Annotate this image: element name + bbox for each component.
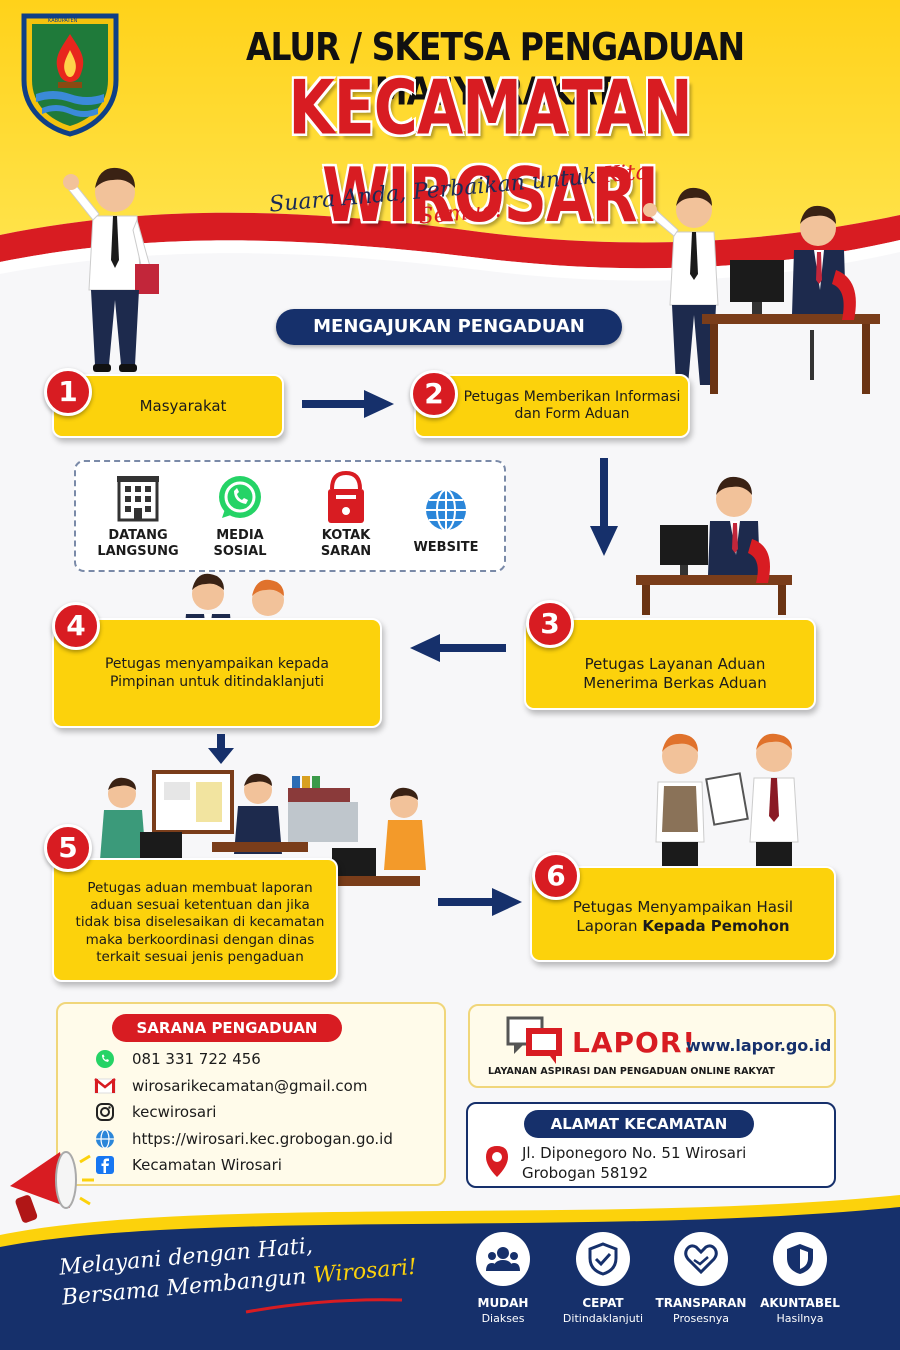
channel-label: WEBSITE xyxy=(413,540,479,555)
lapor-card[interactable]: LAPOR! www.lapor.go.id LAYANAN ASPIRASI … xyxy=(468,1004,836,1088)
step-2-text: Petugas Memberikan Informasi dan Form Ad… xyxy=(463,388,681,423)
alamat-title: ALAMAT KECAMATAN xyxy=(524,1110,754,1138)
check-shield-icon xyxy=(576,1232,630,1286)
channel-label: KOTAK SARAN xyxy=(320,528,372,560)
office-desk-illustration xyxy=(643,187,880,394)
shield-icon xyxy=(773,1232,827,1286)
step-5-box: Petugas aduan membuat laporan aduan sesu… xyxy=(52,858,338,982)
step-4-box: Petugas menyampaikan kepada Pimpinan unt… xyxy=(52,618,382,728)
alamat-card: ALAMAT KECAMATAN Jl. Diponegoro No. 51 W… xyxy=(466,1102,836,1188)
step-6-text: Petugas Menyampaikan Hasil Laporan Kepad… xyxy=(552,898,814,936)
step-3-badge: 3 xyxy=(526,600,574,648)
channel-website: WEBSITE xyxy=(398,484,494,556)
arrow-right-icon xyxy=(438,888,522,916)
step-3-box: Petugas Layanan Aduan Menerima Berkas Ad… xyxy=(524,618,816,710)
value-sub: Diakses xyxy=(481,1312,525,1325)
value-sub: Prosesnya xyxy=(673,1312,729,1325)
page-title-line1: ALUR / SKETSA PENGADUAN MASYARAKAT xyxy=(245,24,745,114)
building-icon xyxy=(117,476,159,522)
facebook-icon xyxy=(94,1154,116,1176)
step-2-badge: 2 xyxy=(410,370,458,418)
lapor-chat-icon xyxy=(506,1016,562,1064)
contact-instagram[interactable]: kecwirosari xyxy=(94,1099,434,1126)
step-4-text: Petugas menyampaikan kepada Pimpinan unt… xyxy=(104,656,330,690)
step-4-badge: 4 xyxy=(52,602,100,650)
arrow-down-icon xyxy=(208,734,234,764)
megaphone-icon xyxy=(10,1151,94,1223)
people-icon xyxy=(476,1232,530,1286)
contact-text: 081 331 722 456 xyxy=(132,1050,261,1069)
handshake-heart-icon xyxy=(674,1232,728,1286)
contact-text: kecwirosari xyxy=(132,1103,217,1122)
value-title: AKUNTABEL xyxy=(760,1296,840,1310)
slogan-highlight: Wirosari! xyxy=(312,1254,418,1289)
value-sub: Hasilnya xyxy=(776,1312,824,1325)
contact-whatsapp[interactable]: 081 331 722 456 xyxy=(94,1046,434,1073)
step-5-text: Petugas aduan membuat laporan aduan sesu… xyxy=(75,879,325,965)
value-akuntabel: AKUNTABEL Hasilnya xyxy=(745,1232,855,1325)
lapor-brand: LAPOR! xyxy=(572,1026,697,1059)
step-3-text: Petugas Layanan Aduan Menerima Berkas Ad… xyxy=(583,655,767,692)
contact-text: wirosarikecamatan@gmail.com xyxy=(132,1076,368,1095)
officer-computer-illustration xyxy=(636,476,792,615)
slogan-underline xyxy=(245,1298,403,1314)
waving-officer-illustration xyxy=(63,167,159,372)
channel-kotak-saran: KOTAK SARAN xyxy=(298,471,394,561)
step-5-badge: 5 xyxy=(44,824,92,872)
contact-website[interactable]: https://wirosari.kec.grobogan.go.id xyxy=(94,1126,434,1153)
contact-text: https://wirosari.kec.grobogan.go.id xyxy=(132,1129,393,1148)
arrow-left-icon xyxy=(410,634,506,662)
grobogan-emblem: KABUPATEN xyxy=(18,10,122,138)
alamat-address: Jl. Diponegoro No. 51 Wirosari Grobogan … xyxy=(522,1144,746,1183)
value-transparan: TRANSPARAN Prosesnya xyxy=(646,1232,756,1325)
value-mudah: MUDAH Diakses xyxy=(448,1232,558,1325)
globe-icon xyxy=(94,1128,116,1150)
lapor-subtitle: LAYANAN ASPIRASI DAN PENGADUAN ONLINE RA… xyxy=(488,1066,775,1077)
value-title: TRANSPARAN xyxy=(655,1296,747,1310)
arrow-down-icon xyxy=(590,458,618,556)
footer-background xyxy=(0,1195,900,1350)
sarana-title: SARANA PENGADUAN xyxy=(112,1014,342,1042)
location-pin-icon xyxy=(486,1146,508,1177)
step-1-badge: 1 xyxy=(44,368,92,416)
channel-datang-langsung: DATANG LANGSUNG xyxy=(90,472,186,561)
whatsapp-icon xyxy=(219,476,261,518)
step-6-text-bold: Kepada Pemohon xyxy=(642,917,790,935)
step-2-box: Petugas Memberikan Informasi dan Form Ad… xyxy=(414,374,690,438)
step-6-badge: 6 xyxy=(532,852,580,900)
channels-box: DATANG LANGSUNG MEDIA SOSIAL KOTAK SARAN xyxy=(74,460,506,572)
channel-label: MEDIA SOSIAL xyxy=(213,528,267,560)
contact-facebook[interactable]: Kecamatan Wirosari xyxy=(94,1152,434,1179)
logo-text: KABUPATEN xyxy=(48,18,78,24)
step-6-box: Petugas Menyampaikan Hasil Laporan Kepad… xyxy=(530,866,836,962)
alamat-line1: Jl. Diponegoro No. 51 Wirosari xyxy=(522,1144,747,1162)
suggestion-box-icon xyxy=(328,471,364,523)
value-cepat: CEPAT Ditindaklanjuti xyxy=(548,1232,658,1325)
page-title-line2: KECAMATAN WIROSARI xyxy=(288,64,692,240)
office-team-illustration xyxy=(100,770,426,886)
value-sub: Ditindaklanjuti xyxy=(562,1312,644,1325)
step-6-text-plain: Petugas Menyampaikan Hasil Laporan xyxy=(572,898,794,935)
handover-document-illustration xyxy=(655,733,799,868)
arrow-right-icon xyxy=(302,390,394,418)
alamat-line2: Grobogan 58192 xyxy=(522,1163,649,1182)
instagram-icon xyxy=(94,1101,116,1123)
channel-label: DATANG LANGSUNG xyxy=(97,528,179,560)
contact-text: Kecamatan Wirosari xyxy=(132,1156,282,1175)
globe-icon xyxy=(426,489,466,531)
value-title: CEPAT xyxy=(582,1296,624,1310)
gmail-icon xyxy=(94,1075,116,1097)
channel-media-sosial: MEDIA SOSIAL xyxy=(192,472,288,561)
whatsapp-icon xyxy=(94,1048,116,1070)
lapor-url[interactable]: www.lapor.go.id xyxy=(686,1036,832,1055)
value-title: MUDAH xyxy=(477,1296,529,1310)
section-title: MENGAJUKAN PENGADUAN xyxy=(276,309,622,345)
step-1-text: Masyarakat xyxy=(139,396,227,415)
sarana-pengaduan-card: SARANA PENGADUAN 081 331 722 456 wirosar… xyxy=(56,1002,446,1186)
contact-email[interactable]: wirosarikecamatan@gmail.com xyxy=(94,1073,434,1100)
